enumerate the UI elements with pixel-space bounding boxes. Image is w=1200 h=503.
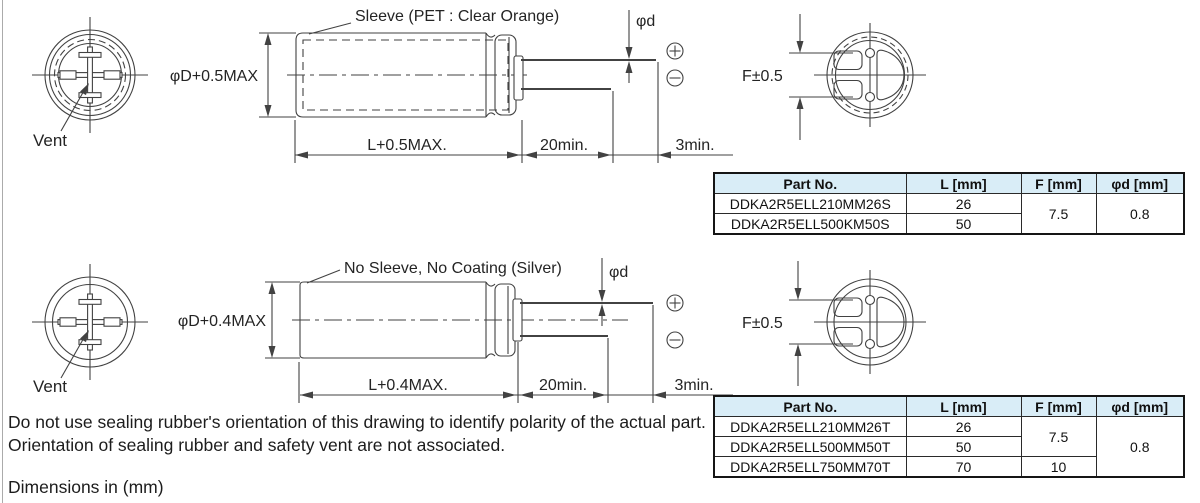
polarity-note: Do not use sealing rubber's orientation … [8, 411, 706, 456]
l-cell: 50 [905, 213, 1022, 235]
col-header-part-no: Part No. [713, 395, 907, 417]
col-header-l: L [mm] [905, 172, 1022, 194]
dimensions-table-bare: Part No. L [mm] F [mm] φd [mm] DDKA2R5EL… [713, 395, 1185, 478]
part-no-cell: DDKA2R5ELL500MM50T [713, 436, 907, 457]
table-header-row: Part No. L [mm] F [mm] φd [mm] [713, 395, 1185, 417]
vent-arrow [80, 83, 89, 96]
table-row: DDKA2R5ELL210MM26T 26 7.5 0.8 [713, 416, 1185, 478]
positive-lead-hole [864, 294, 876, 306]
lead-diameter-label: φd [609, 264, 628, 281]
part-no-cell: DDKA2R5ELL210MM26S [713, 193, 907, 214]
vent-label: Vent [33, 377, 67, 396]
bare-capacitor-drawing: Vent No Sleeve, No Coating (Silver) φd [32, 258, 926, 403]
body-length-label: L+0.4MAX. [368, 377, 448, 394]
part-no-cell: DDKA2R5ELL210MM26T [713, 416, 907, 437]
table-row: DDKA2R5ELL500KM50S 50 [713, 213, 1184, 235]
vent-top-view-sleeved: Vent [32, 17, 148, 150]
table-row: DDKA2R5ELL750MM70T 70 10 [713, 456, 1184, 478]
col-header-d: φd [mm] [1095, 172, 1185, 194]
capacitor-body-bare [292, 281, 653, 359]
negative-lead-hole [864, 91, 876, 103]
part-no-cell: DDKA2R5ELL500KM50S [713, 213, 907, 235]
col-header-part-no: Part No. [713, 172, 907, 194]
body-diameter-dimension: φD+0.5MAX [170, 32, 296, 118]
lead-diameter-label: φd [636, 13, 655, 30]
no-sleeve-label: No Sleeve, No Coating (Silver) [344, 260, 562, 277]
positive-lead-hole [864, 47, 876, 59]
d-cell: 0.8 [1095, 193, 1185, 235]
col-header-f: F [mm] [1020, 395, 1097, 417]
lead-spacing-view-sleeved: F±0.5 [742, 14, 926, 140]
sleeved-capacitor-drawing: Vent Sleeve (PET : Clear Orange) φd [32, 8, 926, 163]
length-dimension-chain: L+0.5MAX. 20min. 3min. [294, 62, 733, 163]
vent-label: Vent [33, 131, 67, 150]
seal-cutout-lower [833, 326, 863, 347]
negative-lead-hole [864, 338, 876, 350]
seal-protrusion [513, 55, 524, 101]
vent-top-view-bare: Vent [32, 264, 148, 396]
seal-cutout-lower [833, 79, 863, 100]
capacitor-body-sleeved [287, 32, 656, 118]
seal-dshape-cutout [876, 296, 905, 348]
sleeve-leader-line [308, 22, 352, 35]
l-cell: 26 [905, 416, 1022, 437]
f-cell: 7.5 [1020, 193, 1097, 235]
table-header-row: Part No. L [mm] F [mm] φd [mm] [713, 172, 1185, 194]
col-header-d: φd [mm] [1095, 395, 1185, 417]
lead-length-label: 20min. [540, 137, 588, 154]
lead-length-label: 20min. [539, 377, 587, 394]
positive-polarity-icon [666, 294, 684, 312]
safety-vent-cross-icon [57, 46, 123, 104]
lead-spacing-view-bare: F±0.5 [742, 261, 926, 386]
seal-cutout-upper [833, 50, 863, 71]
l-cell: 70 [905, 456, 1022, 478]
body-diameter-label: φD+0.5MAX [170, 68, 259, 85]
f-cell: 7.5 [1020, 416, 1097, 457]
lead-diameter-dimension: φd [625, 10, 655, 83]
col-header-l: L [mm] [905, 395, 1022, 417]
seal-cutout-upper [833, 297, 863, 318]
positive-polarity-icon [666, 42, 684, 60]
units-note: Dimensions in (mm) [8, 477, 164, 497]
safety-vent-cross-icon [57, 293, 123, 351]
l-cell: 26 [905, 193, 1022, 214]
negative-polarity-icon [666, 331, 684, 349]
table-row: DDKA2R5ELL500MM50T 50 [713, 436, 1184, 457]
lead-spacing-label: F±0.5 [742, 315, 783, 332]
lead-spacing-label: F±0.5 [742, 68, 783, 85]
seal-protrusion [512, 298, 523, 342]
body-diameter-dimension: φD+0.4MAX [178, 281, 300, 359]
no-sleeve-leader-line [306, 269, 341, 284]
page-left-rule [2, 0, 3, 503]
f-cell: 10 [1020, 456, 1097, 478]
note-line-2: Orientation of sealing rubber and safety… [8, 434, 506, 455]
body-length-label: L+0.5MAX. [367, 137, 447, 154]
col-header-f: F [mm] [1020, 172, 1097, 194]
l-cell: 50 [905, 436, 1022, 457]
lead-diameter-dimension: φd [598, 258, 628, 326]
negative-polarity-icon [666, 69, 684, 87]
table-row: DDKA2R5ELL210MM26S 26 7.5 0.8 [713, 193, 1185, 235]
part-no-cell: DDKA2R5ELL750MM70T [713, 456, 907, 478]
vent-arrow [80, 330, 89, 343]
d-cell: 0.8 [1095, 416, 1185, 478]
body-diameter-label: φD+0.4MAX [178, 313, 267, 330]
seal-dshape-cutout [876, 49, 905, 101]
lead-tip-label: 3min. [675, 137, 714, 154]
dimensions-table-sleeved: Part No. L [mm] F [mm] φd [mm] DDKA2R5EL… [713, 172, 1185, 235]
lead-tip-label: 3min. [674, 377, 713, 394]
length-dimension-chain: L+0.4MAX. 20min. 3min. [298, 305, 733, 403]
note-line-1: Do not use sealing rubber's orientation … [8, 412, 706, 432]
sleeve-label: Sleeve (PET : Clear Orange) [355, 8, 559, 25]
